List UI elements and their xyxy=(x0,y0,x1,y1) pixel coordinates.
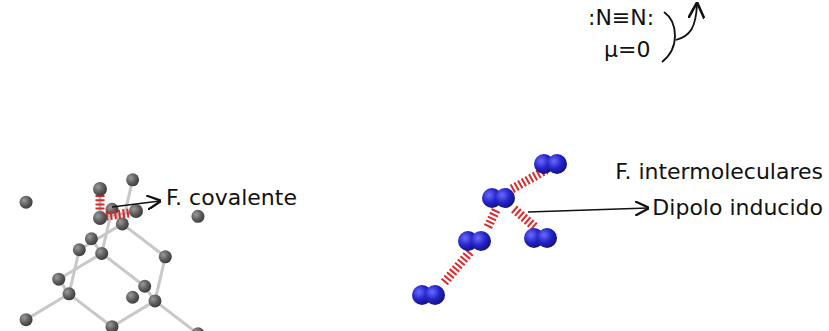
covalent-bond-hatch xyxy=(96,195,105,212)
force-type-label: Dipolo inducido xyxy=(652,196,823,220)
lewis-structure: :N≡N: xyxy=(588,6,654,30)
force-label: F. intermoleculares xyxy=(615,160,823,184)
arrow-up xyxy=(676,4,697,40)
leader-arrow xyxy=(112,201,160,207)
leader-arrow xyxy=(528,208,648,212)
covalent-bond-hatch xyxy=(106,213,129,216)
bond-label: F. covalente xyxy=(166,186,297,210)
bracket xyxy=(662,12,675,62)
dipole-moment: μ=0 xyxy=(604,38,650,62)
nitrogen-molecules xyxy=(412,154,567,305)
